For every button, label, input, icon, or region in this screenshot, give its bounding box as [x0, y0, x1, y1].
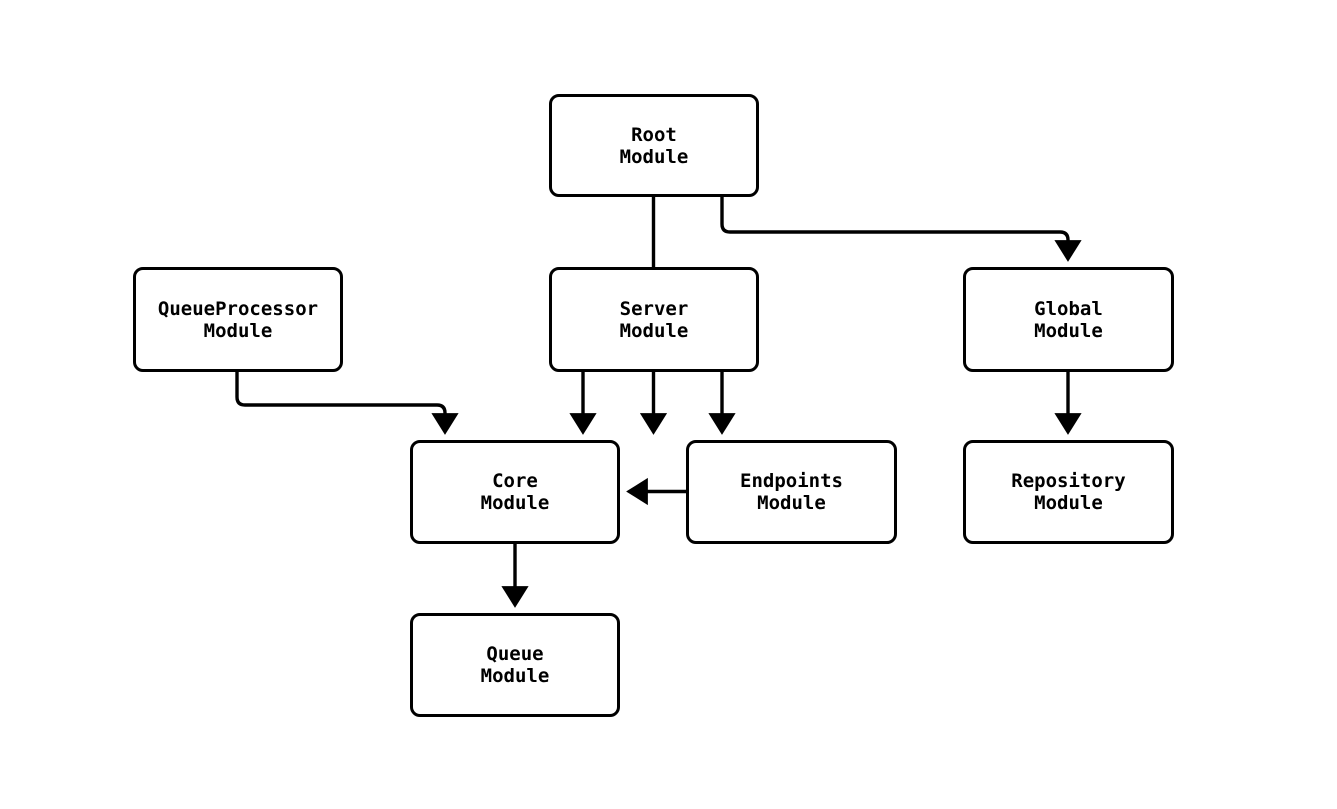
node-server-module-label-line2: Module: [619, 319, 689, 342]
node-core-module-label-line2: Module: [480, 492, 550, 514]
node-repository-module-label-line2: Module: [1034, 492, 1103, 514]
edge-root-to-global: [720, 197, 1082, 262]
node-repository-module[interactable]: Repository Module: [963, 440, 1174, 544]
node-root-module-label-line2: Module: [619, 145, 689, 168]
node-queue-module-label-line1: Queue: [486, 643, 544, 665]
node-endpoints-module-label-line2: Module: [757, 492, 826, 514]
node-repository-module-label-line1: Repository: [1011, 470, 1126, 492]
node-server-module-label-line1: Server: [619, 297, 689, 320]
node-queue-module[interactable]: Queue Module: [410, 613, 620, 717]
node-server-module[interactable]: Server Module: [549, 267, 759, 372]
node-root-module-label-line1: Root: [631, 123, 677, 146]
node-queueprocessor-module-label-line1: QueueProcessor: [157, 297, 319, 320]
node-global-module[interactable]: Global Module: [963, 267, 1174, 372]
node-core-module-label-line1: Core: [492, 470, 538, 492]
node-queue-module-label-line2: Module: [480, 665, 550, 687]
node-endpoints-module-label-line1: Endpoints: [740, 470, 843, 492]
node-endpoints-module[interactable]: Endpoints Module: [686, 440, 897, 544]
node-queueprocessor-module[interactable]: QueueProcessor Module: [133, 267, 343, 372]
node-global-module-label-line2: Module: [1034, 319, 1103, 342]
node-core-module[interactable]: Core Module: [410, 440, 620, 544]
edge-queueprocessor-to-core: [235, 372, 459, 435]
node-queueprocessor-module-label-line2: Module: [203, 319, 273, 342]
node-root-module[interactable]: Root Module: [549, 94, 759, 197]
node-global-module-label-line1: Global: [1034, 297, 1103, 320]
